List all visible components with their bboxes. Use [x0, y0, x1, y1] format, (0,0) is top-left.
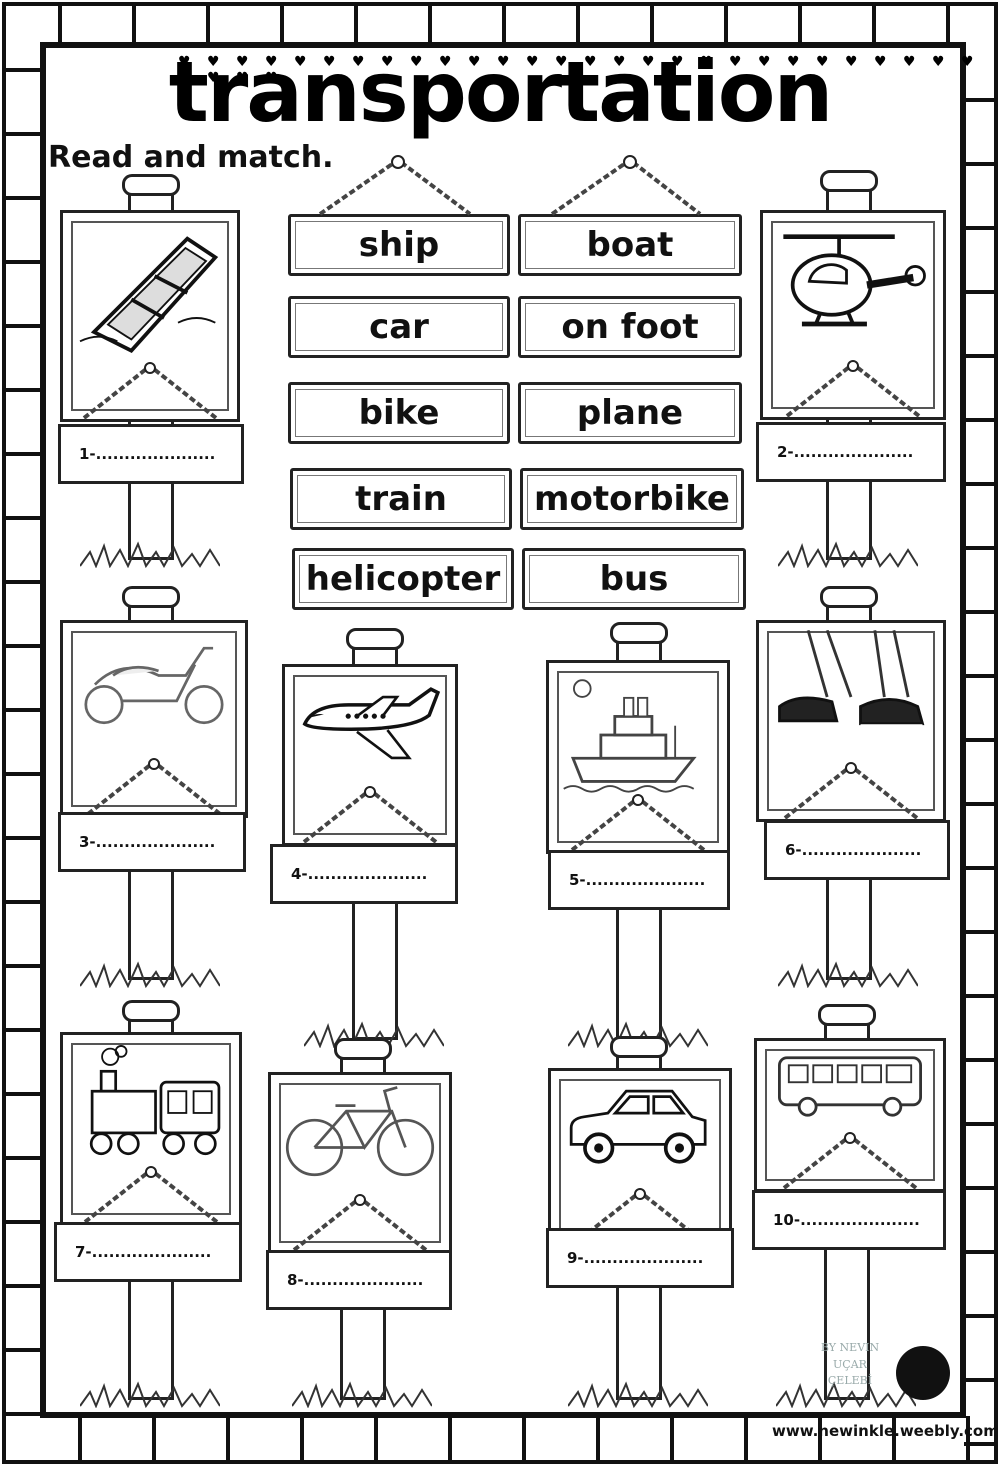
word-sign-motorbike[interactable]: motorbike [520, 468, 744, 530]
post-cap [820, 586, 878, 608]
hanging-rope [570, 794, 706, 852]
word-sign-bike[interactable]: bike [288, 382, 510, 444]
hanging-rope [782, 1132, 918, 1190]
car-icon [562, 1078, 718, 1174]
answer-blank[interactable]: 5-..................... [548, 850, 730, 910]
post-cap [334, 1038, 392, 1060]
helicopter-icon [774, 220, 932, 350]
instruction-text: Read and match. [48, 140, 334, 175]
word-sign-train[interactable]: train [290, 468, 512, 530]
grass-tuft [568, 1381, 708, 1408]
grass-tuft [776, 1381, 916, 1408]
word-sign-boat[interactable]: boat [518, 214, 742, 276]
hanging-rope [83, 1166, 219, 1224]
hanging-rope [82, 362, 218, 420]
picture-board [760, 210, 946, 420]
grass-tuft [778, 541, 918, 568]
hanging-rope [292, 1194, 428, 1252]
post-cap [818, 1004, 876, 1026]
post-cap [820, 170, 878, 192]
hearts-decoration: ♥ ♥ ♥ ♥ ♥ ♥ ♥ ♥ ♥ ♥ ♥ ♥ ♥ ♥ ♥ ♥ ♥ ♥ ♥ ♥ … [178, 54, 980, 86]
answer-blank[interactable]: 7-..................... [54, 1222, 242, 1282]
author-logo [896, 1346, 950, 1400]
hanging-rope [86, 758, 222, 816]
rowboat-icon [74, 220, 226, 360]
hanging-rope [572, 1188, 708, 1246]
hanging-rope [783, 762, 919, 820]
answer-blank[interactable]: 2-..................... [756, 422, 946, 482]
picture-board [60, 210, 240, 422]
credit-line-1: BY NEVIN UÇAR [820, 1341, 880, 1371]
credit-line-2: ÇELEBİ [827, 1374, 873, 1387]
post-cap [122, 174, 180, 196]
answer-blank[interactable]: 10-..................... [752, 1190, 946, 1250]
word-sign-bus[interactable]: bus [522, 548, 746, 610]
bus-icon [768, 1048, 932, 1124]
grass-tuft [292, 1381, 432, 1408]
word-sign-on-foot[interactable]: on foot [518, 296, 742, 358]
answer-blank[interactable]: 4-..................... [270, 844, 458, 904]
grass-tuft [778, 961, 918, 988]
post-cap [122, 1000, 180, 1022]
scooter-icon [74, 630, 234, 730]
grass-tuft [80, 1381, 220, 1408]
hanging-rope [785, 360, 921, 418]
website-link[interactable]: www.newinkle.weebly.com [772, 1422, 999, 1440]
picture-board [268, 1072, 452, 1254]
bicycle-icon [282, 1082, 438, 1182]
answer-blank[interactable]: 6-..................... [764, 820, 950, 880]
answer-blank[interactable]: 1-..................... [58, 424, 244, 484]
worksheet-title: transportation [168, 43, 834, 141]
walking-shoes-icon [770, 630, 932, 745]
word-sign-helicopter[interactable]: helicopter [292, 548, 514, 610]
grass-tuft [80, 961, 220, 988]
author-credit: BY NEVIN UÇAR ÇELEBİ [810, 1340, 890, 1390]
post-cap [346, 628, 404, 650]
word-sign-ship[interactable]: ship [288, 214, 510, 276]
hanging-rope [302, 786, 438, 844]
word-sign-car[interactable]: car [288, 296, 510, 358]
grass-tuft [80, 541, 220, 568]
answer-blank[interactable]: 9-..................... [546, 1228, 734, 1288]
word-sign-plane[interactable]: plane [518, 382, 742, 444]
post-cap [610, 622, 668, 644]
airplane-icon [296, 674, 444, 774]
post-cap [610, 1036, 668, 1058]
ship-icon [560, 670, 716, 800]
post-cap [122, 586, 180, 608]
answer-blank[interactable]: 8-..................... [266, 1250, 452, 1310]
answer-blank[interactable]: 3-..................... [58, 812, 246, 872]
train-icon [74, 1042, 228, 1164]
